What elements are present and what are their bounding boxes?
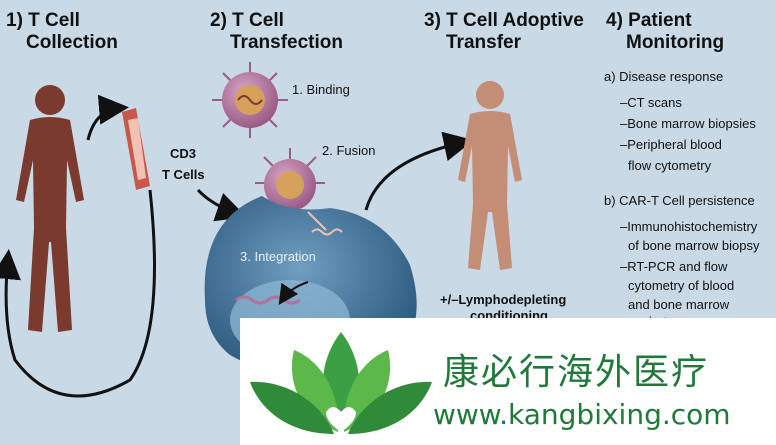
virus-binding-icon [212,62,288,138]
step3-title-line2: Transfer [446,32,521,53]
arrow-return-loop [0,189,156,398]
blood-vessel-icon [122,108,150,190]
step2-title-line2: Transfection [230,32,343,53]
cd3-label: CD3 [170,146,197,161]
disease-item-3: –Peripheral blood [620,137,722,152]
persistence-item-2-cont1: cytometry of blood [628,278,735,293]
persistence-item-1: –Immunohistochemistry [620,219,758,234]
step3-title: 3) T Cell Adoptive Transfer [424,10,584,54]
step3-title-line1: 3) T Cell Adoptive [424,10,584,31]
rna-strand [307,211,343,236]
disease-item-1: –CT scans [620,95,682,110]
watermark-url[interactable]: www.kangbixing.com [433,398,731,431]
binding-label: 1. Binding [292,82,350,97]
persistence-item-2: –RT-PCR and flow [620,259,728,274]
disease-item-3-cont: flow cytometry [628,158,712,173]
arrow-integration [278,281,309,305]
lotus-logo-icon [250,332,432,434]
fusion-label: 2. Fusion [322,143,376,158]
step1-title: 1) T Cell Collection [6,10,118,54]
step1-title-line1: 1) T Cell [6,10,80,31]
tcells-label: T Cells [162,167,205,182]
virus-fusion-icon [255,148,325,211]
step1-title-line2: Collection [26,32,118,53]
step4-title-line2: Monitoring [626,32,725,53]
integration-label: 3. Integration [240,249,316,264]
watermark-chinese-text: 康必行海外医疗 [443,352,710,393]
step2-title: 2) T Cell Transfection [210,10,343,54]
disease-item-2: –Bone marrow biopsies [620,116,756,131]
step4-title-line1: 4) Patient [606,10,692,31]
step4-title: 4) Patient Monitoring [606,10,724,54]
arrow-to-vessel [86,94,129,141]
arrow-to-transfer [364,131,474,211]
persistence-item-1-cont: of bone marrow biopsy [628,238,760,253]
arrow-to-transfection [196,188,247,222]
persistence-item-2-cont2: and bone marrow [628,297,730,312]
patient-figure-light [458,81,522,270]
lymphodepleting-label: +/–Lymphodepleting [440,292,567,307]
patient-figure-dark [16,85,84,332]
disease-response-title: a) Disease response [604,69,724,84]
persistence-title: b) CAR-T Cell persistence [604,193,755,208]
step2-title-line1: 2) T Cell [210,10,284,31]
